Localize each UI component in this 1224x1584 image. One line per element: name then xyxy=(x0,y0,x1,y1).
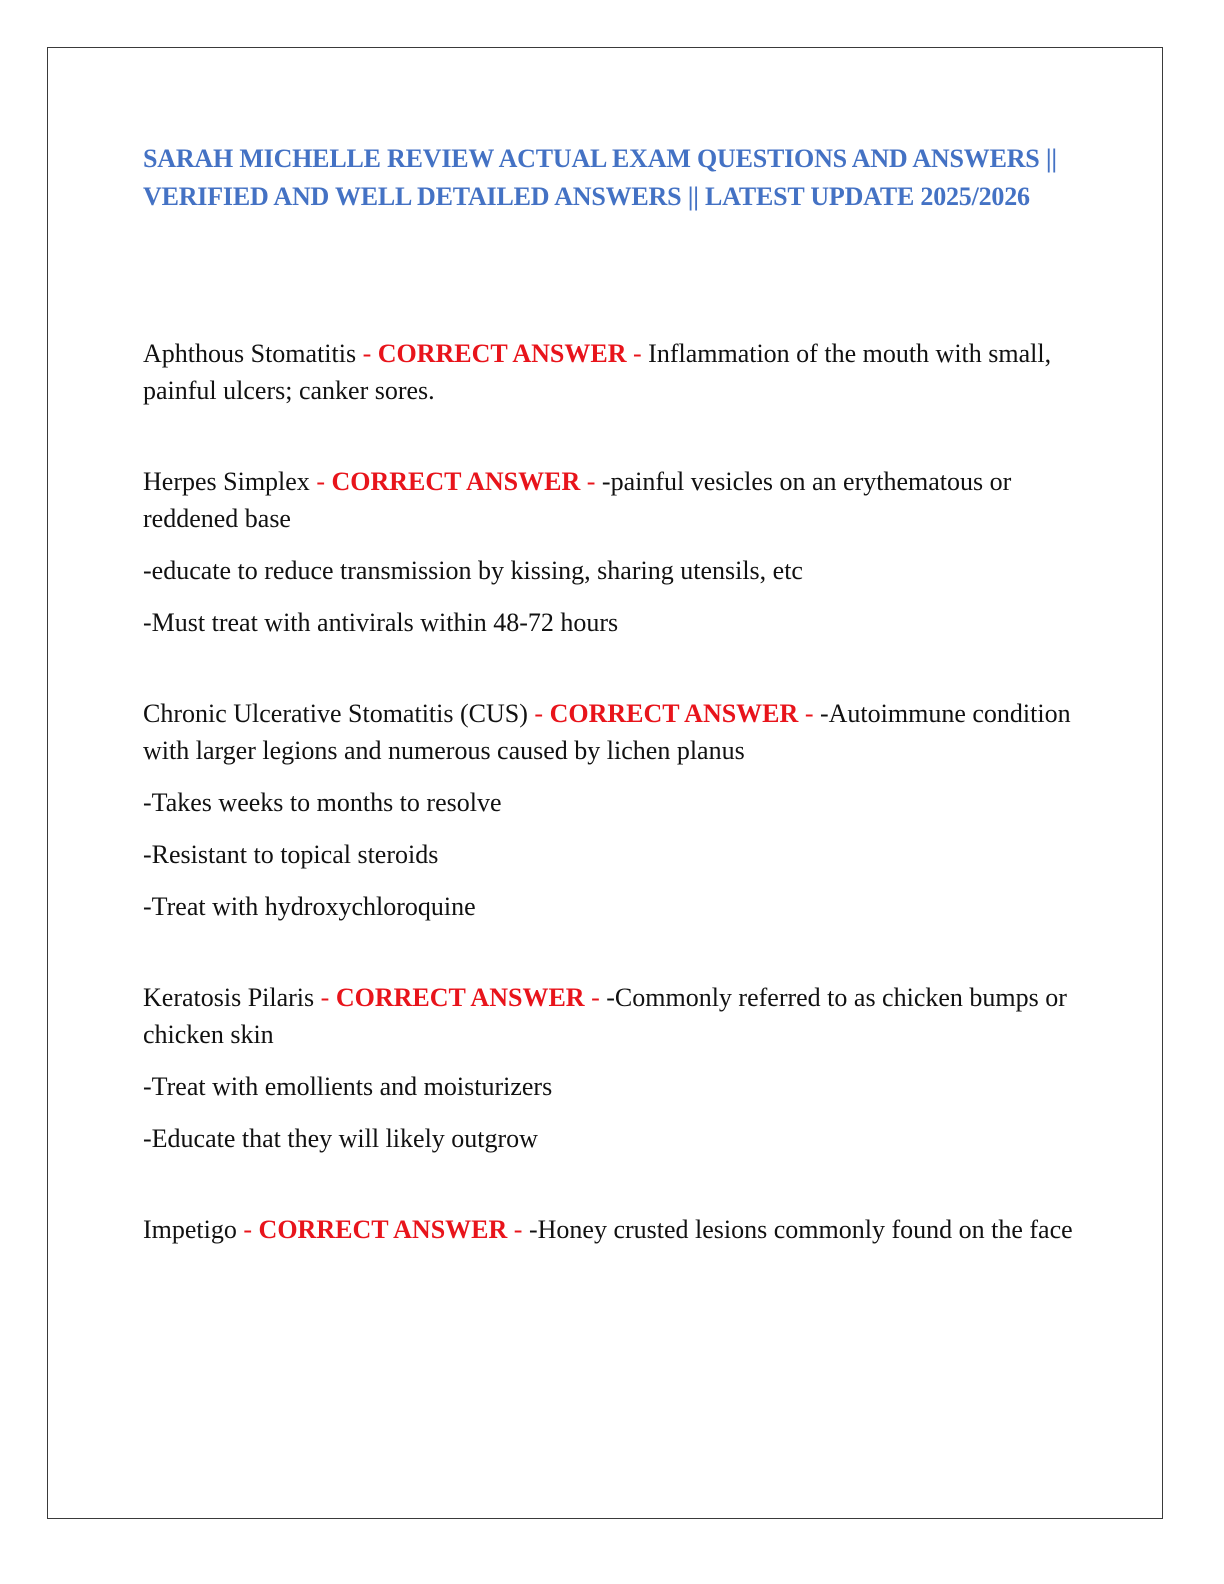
separator: - xyxy=(356,339,378,368)
entry-term: Keratosis Pilaris xyxy=(143,983,315,1012)
answer-label: CORRECT ANSWER xyxy=(331,467,581,496)
entry-first-line: Chronic Ulcerative Stomatitis (CUS) - CO… xyxy=(143,695,1083,769)
entry-answer: -Honey crusted lesions commonly found on… xyxy=(528,1215,1073,1244)
entry: Aphthous Stomatitis - CORRECT ANSWER - I… xyxy=(143,335,1083,409)
entry-answer: -Autoimmune condition with larger legion… xyxy=(143,699,1071,765)
entry-list: Aphthous Stomatitis - CORRECT ANSWER - I… xyxy=(143,335,1083,1248)
entry-detail-line: -Takes weeks to months to resolve xyxy=(143,788,502,817)
separator: - xyxy=(798,699,820,728)
entry-first-line: Keratosis Pilaris - CORRECT ANSWER - -Co… xyxy=(143,979,1083,1053)
entry-answer: -painful vesicles on an erythematous or … xyxy=(143,467,1012,533)
entry-answer: Inflammation of the mouth with small, pa… xyxy=(143,339,1052,405)
separator: - xyxy=(584,983,607,1012)
entry-term: Impetigo xyxy=(143,1215,237,1244)
entry-detail-line: -Must treat with antivirals within 48-72… xyxy=(143,608,619,637)
separator: - xyxy=(309,467,332,496)
separator: - xyxy=(580,467,602,496)
page-border xyxy=(47,47,1163,1519)
separator: - xyxy=(527,699,550,728)
entry-first-line: Impetigo - CORRECT ANSWER - -Honey crust… xyxy=(143,1211,1083,1248)
document-body: SARAH MICHELLE REVIEW ACTUAL EXAM QUESTI… xyxy=(143,140,1083,1302)
document-title: SARAH MICHELLE REVIEW ACTUAL EXAM QUESTI… xyxy=(143,144,1057,211)
entry-term: Aphthous Stomatitis xyxy=(143,339,357,368)
answer-label: CORRECT ANSWER xyxy=(549,699,799,728)
entry: Chronic Ulcerative Stomatitis (CUS) - CO… xyxy=(143,695,1083,925)
separator: - xyxy=(626,339,649,368)
entry-detail-line: -educate to reduce transmission by kissi… xyxy=(143,556,803,585)
answer-label: CORRECT ANSWER xyxy=(258,1215,508,1244)
entry-detail-line: -Educate that they will likely outgrow xyxy=(143,1124,538,1153)
entry: Herpes Simplex - CORRECT ANSWER - -painf… xyxy=(143,463,1083,641)
entry: Impetigo - CORRECT ANSWER - -Honey crust… xyxy=(143,1211,1083,1248)
separator: - xyxy=(236,1215,259,1244)
entry: Keratosis Pilaris - CORRECT ANSWER - -Co… xyxy=(143,979,1083,1157)
entry-detail-line: -Resistant to topical steroids xyxy=(143,840,439,869)
separator: - xyxy=(314,983,336,1012)
answer-label: CORRECT ANSWER xyxy=(377,339,627,368)
entry-term: Herpes Simplex xyxy=(143,467,310,496)
separator: - xyxy=(507,1215,529,1244)
entry-first-line: Herpes Simplex - CORRECT ANSWER - -painf… xyxy=(143,463,1083,537)
entry-first-line: Aphthous Stomatitis - CORRECT ANSWER - I… xyxy=(143,335,1083,409)
entry-detail-line: -Treat with emollients and moisturizers xyxy=(143,1072,553,1101)
entry-answer: -Commonly referred to as chicken bumps o… xyxy=(143,983,1067,1049)
answer-label: CORRECT ANSWER xyxy=(335,983,585,1012)
entry-term: Chronic Ulcerative Stomatitis (CUS) xyxy=(143,699,528,728)
entry-detail-line: -Treat with hydroxychloroquine xyxy=(143,892,476,921)
